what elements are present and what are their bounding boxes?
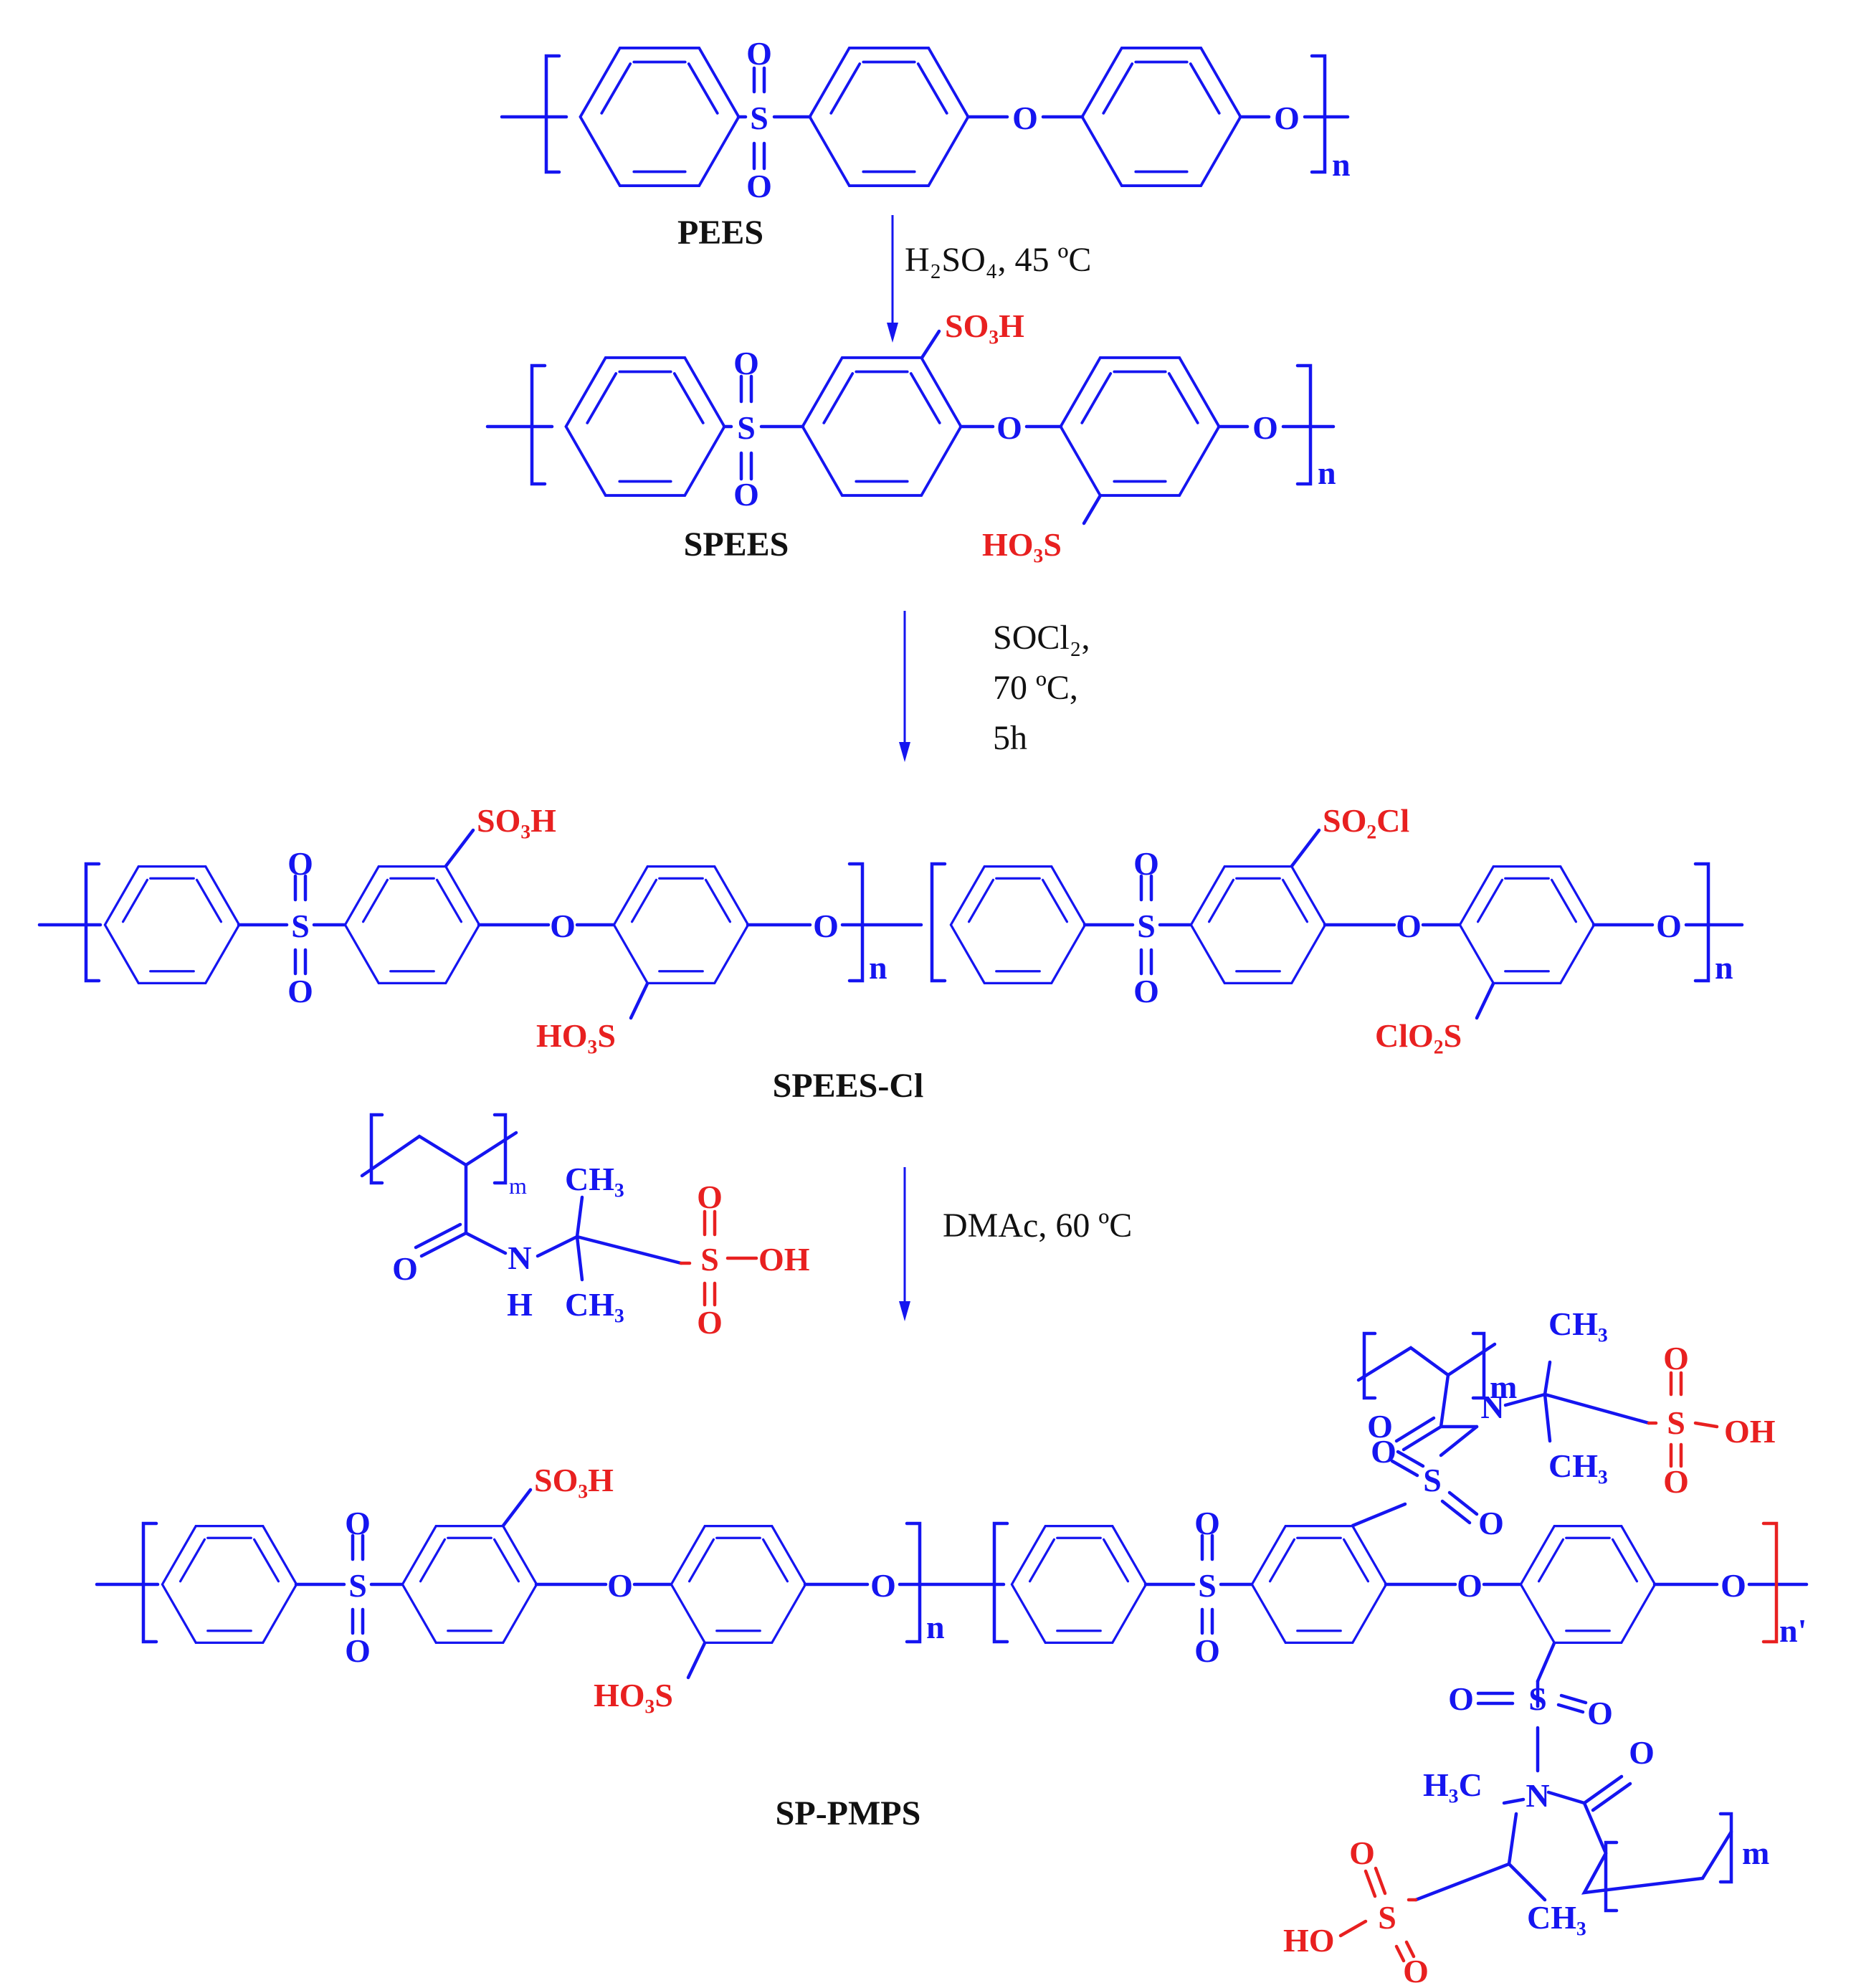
spees-cl-label: SPEES-Cl <box>773 1067 924 1105</box>
sp-pmps-a-sulfone-o-bottom: O <box>345 1632 371 1669</box>
pamps-sulfonic-oh: OH <box>758 1241 810 1278</box>
spees-cl-a-ether-o-2: O <box>813 908 839 944</box>
sp-pmps-lower-sulfonamide-o-left: O <box>1448 1680 1474 1717</box>
step2-arrow <box>899 611 910 762</box>
step3-arrow <box>899 1167 910 1321</box>
sp-pmps-b-ether-o-2: O <box>1721 1567 1746 1604</box>
pees-ether-o-1: O <box>1012 100 1038 136</box>
pamps-carbonyl-o: O <box>392 1250 418 1287</box>
sp-pmps-ho3s-group: HO₃S <box>594 1677 673 1713</box>
pamps-amide-h: H <box>507 1286 533 1323</box>
sp-pmps-b-ether-o-1: O <box>1457 1567 1483 1604</box>
pees-repeat-n: n <box>1332 146 1351 183</box>
sp-pmps-upper-carbonyl-o: O <box>1367 1408 1393 1445</box>
spees-cl-b-sulfone-o-bottom: O <box>1133 973 1159 1009</box>
sp-pmps-b-sulfone-o-bottom: O <box>1194 1632 1220 1669</box>
pamps-amide-n: N <box>508 1240 531 1276</box>
step2-reagent: SOCl₂, <box>993 619 1090 657</box>
spees-sulfone-o-bottom: O <box>733 476 759 513</box>
step1-arrow <box>887 215 898 343</box>
spees-cl-b-ether-o-1: O <box>1396 908 1422 944</box>
spees-cl-structure <box>37 828 1744 1020</box>
pees-ether-o-2: O <box>1274 100 1300 136</box>
sp-pmps-upper-repeat-m: m <box>1490 1369 1517 1405</box>
pamps-reagent-structure <box>360 1113 758 1307</box>
sp-pmps-lower-sulfonic-ho: HO <box>1283 1922 1335 1959</box>
sp-pmps-upper-sulfonic-oh: OH <box>1724 1413 1776 1450</box>
spees-cl-a-ho3s-group: HO₃S <box>536 1017 616 1054</box>
sp-pmps-upper-methyl-top: CH₃ <box>1548 1305 1608 1342</box>
spees-ether-o-1: O <box>996 409 1022 446</box>
sp-pmps-upper-sulfonic-s: S <box>1667 1404 1685 1441</box>
spees-cl-a-sulfone-o-bottom: O <box>287 973 313 1009</box>
step2-temperature: 70 ºC, <box>993 669 1078 707</box>
spees-cl-b-sulfone-o-top: O <box>1133 845 1159 882</box>
sp-pmps-upper-sulfonamide-o-right: O <box>1478 1505 1504 1541</box>
step1-conditions: H₂SO₄, 45 ºC <box>905 241 1091 279</box>
sp-pmps-lower-carbonyl-o: O <box>1629 1734 1655 1771</box>
pees-sulfone-s: S <box>750 100 768 136</box>
pamps-sulfonic-o-bottom: O <box>697 1304 723 1341</box>
spees-ether-o-2: O <box>1252 409 1278 446</box>
spees-cl-a-sulfone-s: S <box>291 908 310 944</box>
spees-cl-b-ether-o-2: O <box>1656 908 1682 944</box>
sp-pmps-upper-sulfonamide-s: S <box>1423 1462 1442 1498</box>
sp-pmps-upper-sulfonamide-o-left: O <box>1371 1433 1396 1470</box>
spees-sulfone-s: S <box>737 409 756 446</box>
sp-pmps-lower-sulfonic-o-bottom: O <box>1403 1953 1429 1988</box>
sp-pmps-upper-methyl-bottom: CH₃ <box>1548 1447 1608 1484</box>
pamps-repeat-m: m <box>509 1173 527 1199</box>
step3-conditions: DMAc, 60 ºC <box>943 1207 1132 1245</box>
pamps-methyl-bottom: CH₃ <box>565 1286 624 1323</box>
spees-cl-a-ether-o-1: O <box>550 908 576 944</box>
pamps-sulfonic-o-top: O <box>697 1179 723 1215</box>
sp-pmps-a-repeat-n: n <box>926 1609 945 1645</box>
pees-sulfone-o-bottom: O <box>746 168 772 204</box>
pees-sulfone-o-top: O <box>746 35 772 72</box>
sp-pmps-so3h-group: SO₃H <box>534 1462 614 1498</box>
spees-cl-a-so3h-group: SO₃H <box>477 802 556 839</box>
spees-cl-a-sulfone-o-top: O <box>287 845 313 882</box>
sp-pmps-upper-sulfonic-o-top: O <box>1663 1340 1689 1376</box>
spees-so3h-group: SO₃H <box>945 308 1024 344</box>
pamps-sulfonic-s: S <box>700 1241 719 1278</box>
sp-pmps-lower-sulfonamide-s: S <box>1528 1680 1547 1717</box>
sp-pmps-lower-sulfonic-o-top: O <box>1349 1835 1375 1871</box>
sp-pmps-structure <box>95 1331 1809 1963</box>
sp-pmps-lower-sulfonic-s: S <box>1378 1899 1396 1936</box>
sp-pmps-a-ether-o-1: O <box>607 1567 633 1604</box>
spees-cl-b-repeat-n: n <box>1715 949 1733 986</box>
spees-cl-a-repeat-n: n <box>869 949 887 986</box>
sp-pmps-lower-methyl-bottom: CH₃ <box>1527 1899 1586 1936</box>
sp-pmps-label: SP-PMPS <box>776 1794 921 1832</box>
pees-structure <box>500 47 1350 187</box>
sp-pmps-lower-n: N <box>1526 1777 1549 1814</box>
spees-structure <box>485 329 1336 525</box>
sp-pmps-lower-repeat-m: m <box>1742 1835 1769 1871</box>
sp-pmps-upper-n: N <box>1480 1389 1504 1425</box>
spees-cl-b-sulfone-s: S <box>1137 908 1156 944</box>
sp-pmps-lower-sulfonamide-o-right: O <box>1587 1695 1613 1731</box>
spees-sulfone-o-top: O <box>733 345 759 381</box>
spees-cl-clo2s-group: ClO₂S <box>1375 1017 1462 1054</box>
sp-pmps-b-sulfone-s: S <box>1198 1567 1217 1604</box>
pamps-methyl-top: CH₃ <box>565 1161 624 1197</box>
sp-pmps-a-ether-o-2: O <box>870 1567 896 1604</box>
step2-time: 5h <box>993 719 1027 757</box>
spees-ho3s-group: HO₃S <box>982 526 1062 563</box>
spees-label: SPEES <box>684 525 789 563</box>
sp-pmps-upper-sulfonic-o-bottom: O <box>1663 1463 1689 1500</box>
spees-repeat-n: n <box>1318 455 1336 491</box>
sp-pmps-lower-methyl-top: H₃C <box>1423 1766 1483 1803</box>
spees-cl-so2cl-group: SO₂Cl <box>1323 802 1409 839</box>
pees-label: PEES <box>677 214 763 252</box>
sp-pmps-a-sulfone-o-top: O <box>345 1505 371 1541</box>
sp-pmps-a-sulfone-s: S <box>348 1567 367 1604</box>
sp-pmps-b-sulfone-o-top: O <box>1194 1505 1220 1541</box>
sp-pmps-b-repeat-n-prime: n' <box>1779 1612 1807 1649</box>
